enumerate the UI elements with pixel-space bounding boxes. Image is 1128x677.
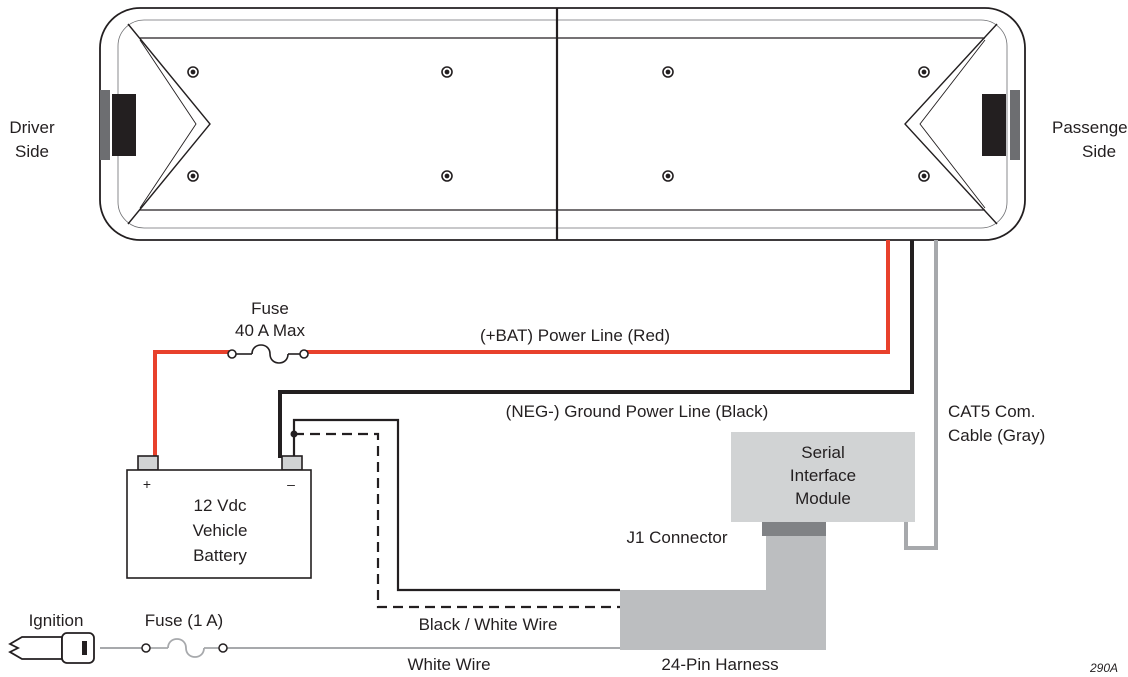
lightbar-inner-outline: [117, 19, 1008, 229]
harness-24-pin: [620, 536, 826, 650]
passenger-end-bracket: [982, 94, 1006, 156]
fuse-40a-label: 40 A Max: [235, 321, 305, 340]
screw-icon: [662, 66, 674, 78]
module-label: Serial: [801, 443, 844, 462]
battery-body: [126, 469, 312, 579]
j1-connector: [762, 522, 826, 536]
ground-line-black: [278, 240, 914, 458]
harness-label: 24-Pin Harness: [661, 655, 778, 674]
black-wire-harness: [292, 418, 620, 592]
driver-end-cap-inner: [139, 39, 197, 209]
driver-end-bracket-stripe: [100, 90, 110, 160]
screw-icon: [187, 66, 199, 78]
cat5-label: CAT5 Com.: [948, 402, 1036, 421]
serial-interface-module: [731, 432, 915, 522]
battery-label: 12 Vdc: [194, 496, 247, 515]
fuse-40a-icon: [227, 344, 309, 364]
ignition-key-icon: [8, 632, 95, 664]
ground-line-label: (NEG-) Ground Power Line (Black): [506, 402, 769, 421]
passenger-end-cap-inner: [919, 39, 986, 209]
fuse-1a-label: Fuse (1 A): [145, 611, 223, 630]
power-line-red: [306, 240, 890, 354]
passenger-side-label: Passenger: [1052, 118, 1128, 137]
vehicle-battery: [126, 455, 312, 579]
passenger-side-label: Side: [1082, 142, 1116, 161]
lightbar: [99, 7, 1026, 241]
labels: Driver Side Passenger Side Fuse 40 A Max…: [9, 118, 1128, 675]
screw-icon: [441, 170, 453, 182]
screw-icon: [918, 66, 930, 78]
module-label: Interface: [790, 466, 856, 485]
battery-minus-label: –: [287, 476, 295, 492]
passenger-end-cap: [904, 23, 998, 225]
mounting-screws: [187, 66, 930, 182]
screw-icon: [918, 170, 930, 182]
battery-terminal-negative: [281, 455, 303, 471]
j1-connector-label: J1 Connector: [626, 528, 727, 547]
cat5-cable: [904, 240, 938, 550]
fuse-1a-icon: [150, 638, 220, 658]
battery-plus-label: +: [143, 476, 151, 492]
cat5-label: Cable (Gray): [948, 426, 1045, 445]
battery-label: Vehicle: [193, 521, 248, 540]
power-line-label: (+BAT) Power Line (Red): [480, 326, 670, 345]
lightbar-outline: [99, 7, 1026, 241]
black-white-wire-label: Black / White Wire: [419, 615, 558, 634]
figure-reference: 290A: [1089, 661, 1118, 675]
screw-icon: [441, 66, 453, 78]
driver-end-bracket: [112, 94, 136, 156]
battery-terminal-positive: [137, 455, 159, 471]
driver-end-cap: [127, 23, 211, 225]
black-white-wire-dashed: [294, 432, 620, 609]
screw-icon: [187, 170, 199, 182]
power-line-red-to-battery: [153, 350, 230, 458]
fuse-40a-label: Fuse: [251, 299, 289, 318]
white-wire-label: White Wire: [407, 655, 490, 674]
screw-icon: [662, 170, 674, 182]
driver-side-label: Driver: [9, 118, 55, 137]
ignition-label: Ignition: [29, 611, 84, 630]
battery-label: Battery: [193, 546, 247, 565]
passenger-end-bracket-stripe: [1010, 90, 1020, 160]
driver-side-label: Side: [15, 142, 49, 161]
module-label: Module: [795, 489, 851, 508]
